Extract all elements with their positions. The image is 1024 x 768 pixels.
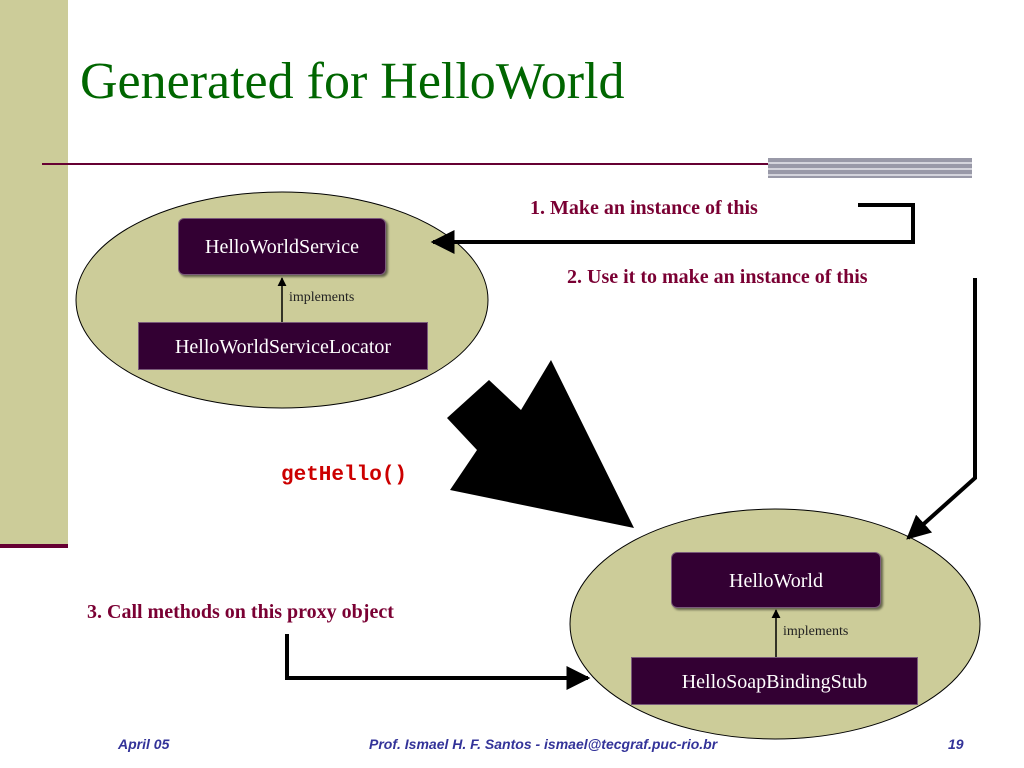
footer-date: April 05 <box>118 736 170 752</box>
slide-sidebar <box>0 0 68 546</box>
hellosoapbindingstub-box: HelloSoapBindingStub <box>631 657 918 705</box>
helloworld-label: HelloWorld <box>729 570 823 592</box>
big-black-arrow <box>447 360 634 528</box>
helloworldservice-box: HelloWorldService <box>178 218 386 275</box>
helloworld-box: HelloWorld <box>671 552 881 608</box>
step3-arrow <box>285 634 591 690</box>
footer-author: Prof. Ismael H. F. Santos - ismael@tecgr… <box>369 736 718 752</box>
slide-title: Generated for HelloWorld <box>80 53 625 110</box>
helloworldservicelocator-label: HelloWorldServiceLocator <box>174 336 392 358</box>
helloworldservice-label: HelloWorldService <box>205 236 359 258</box>
title-divider <box>42 163 972 165</box>
step-1-text: 1. Make an instance of this <box>530 197 758 219</box>
step-3-text: 3. Call methods on this proxy object <box>87 601 394 623</box>
step-2-text: 2. Use it to make an instance of this <box>567 266 868 288</box>
method-call-label: getHello() <box>281 464 408 487</box>
helloworldservicelocator-box: HelloWorldServiceLocator <box>138 322 428 370</box>
step2-arrow <box>906 278 977 540</box>
title-accent-stripes <box>768 158 972 178</box>
sidebar-accent-bar <box>0 544 68 548</box>
step1-arrow <box>430 203 915 254</box>
hellosoapbindingstub-label: HelloSoapBindingStub <box>681 671 868 693</box>
service-implements-label: implements <box>289 290 355 305</box>
proxy-implements-label: implements <box>783 624 849 639</box>
footer-page-number: 19 <box>948 736 964 752</box>
